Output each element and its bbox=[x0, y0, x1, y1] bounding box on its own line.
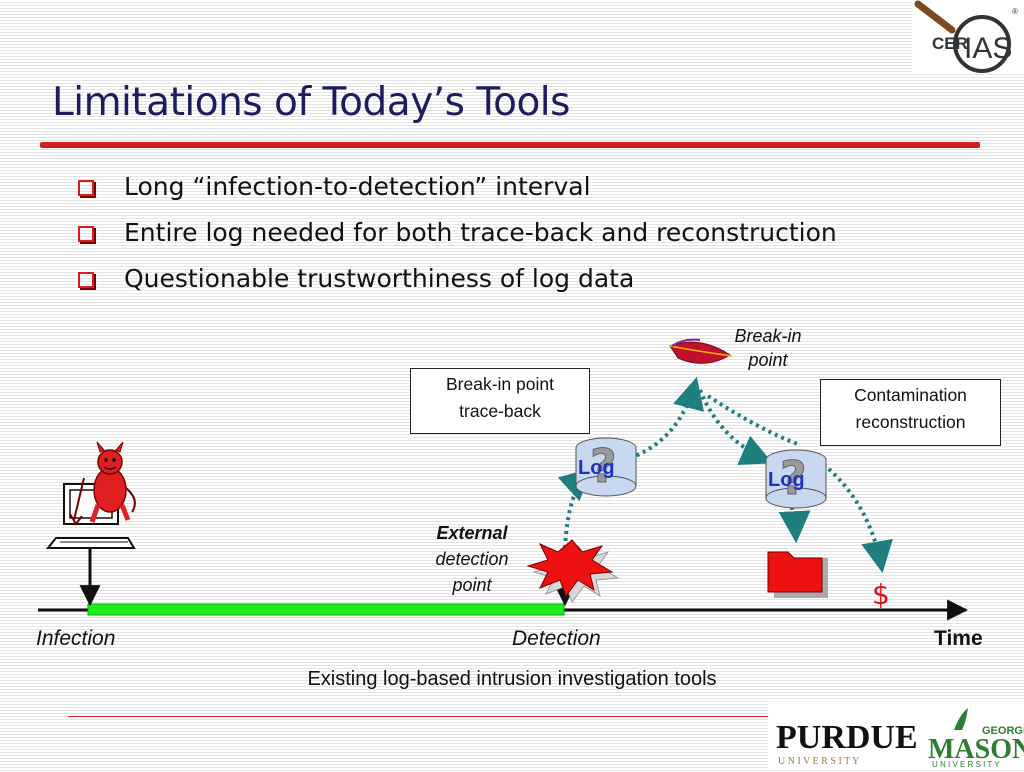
infection-detection-interval-bar bbox=[87, 603, 565, 616]
bullet-item: Long “infection-to-detection” interval bbox=[78, 172, 591, 201]
bullet-text: Long “infection-to-detection” interval bbox=[124, 172, 591, 201]
breakin-point-label: Break-in point bbox=[718, 324, 818, 372]
slide-title: Limitations of Today’s Tools bbox=[52, 80, 570, 125]
detection-label: Detection bbox=[512, 627, 601, 650]
diagram-caption: Existing log-based intrusion investigati… bbox=[307, 668, 717, 690]
folder-icon bbox=[767, 551, 828, 598]
reconstruction-dotted-arrows bbox=[698, 389, 893, 574]
purdue-logo: PURDUE bbox=[776, 719, 918, 756]
cerias-prefix-text: CER bbox=[932, 34, 968, 53]
bullet-text: Questionable trustworthiness of log data bbox=[124, 264, 635, 293]
cerias-logo-graphic: CER IAS ® bbox=[914, 0, 1018, 73]
partner-logos: PURDUE U N I V E R S I T Y GEORGE MASON … bbox=[768, 700, 1024, 769]
breakin-point-line2: point bbox=[748, 350, 788, 370]
breakin-point-line1: Break-in bbox=[734, 326, 802, 346]
traceback-box: Break-in point trace-back bbox=[410, 368, 590, 434]
checkbox-bullet-icon bbox=[78, 271, 94, 288]
cerias-suffix-text: IAS bbox=[964, 32, 1012, 65]
external-line1: External bbox=[436, 523, 508, 543]
external-detection-label: External detection point bbox=[414, 520, 530, 598]
log-label: Log bbox=[578, 457, 615, 479]
log-label: Log bbox=[768, 469, 805, 491]
external-line2: detection bbox=[435, 549, 509, 569]
checkbox-bullet-icon bbox=[78, 179, 94, 196]
footer-divider bbox=[68, 716, 768, 717]
gmu-logo: MASON bbox=[928, 734, 1024, 765]
svg-text:?: ? bbox=[590, 439, 617, 493]
time-label: Time bbox=[934, 627, 983, 650]
infection-label: Infection bbox=[36, 627, 115, 650]
gmu-top-text: GEORGE bbox=[982, 725, 1024, 737]
contamination-line1: Contamination bbox=[854, 385, 967, 405]
gmu-subtitle: U N I V E R S I T Y bbox=[932, 760, 1000, 768]
bullet-item: Questionable trustworthiness of log data bbox=[78, 264, 634, 293]
dollar-icon: $ bbox=[872, 578, 890, 611]
contamination-line2: reconstruction bbox=[855, 412, 966, 432]
traceback-line1: Break-in point bbox=[446, 374, 554, 394]
log-database-icon: ? Log bbox=[575, 437, 637, 497]
contamination-box: Contamination reconstruction bbox=[820, 379, 1001, 446]
cerias-logo: CER IAS ® bbox=[912, 0, 1024, 74]
registered-mark: ® bbox=[1012, 7, 1018, 16]
external-line3: point bbox=[452, 575, 492, 595]
bullet-text: Entire log needed for both trace-back an… bbox=[124, 218, 837, 247]
partner-logos-graphic: PURDUE U N I V E R S I T Y GEORGE MASON … bbox=[776, 708, 1024, 769]
gmu-leaf-icon bbox=[954, 708, 968, 730]
traceback-line2: trace-back bbox=[459, 401, 541, 421]
explosion-icon bbox=[526, 539, 620, 604]
svg-text:?: ? bbox=[780, 451, 807, 505]
devil-icon bbox=[69, 441, 136, 526]
purdue-subtitle: U N I V E R S I T Y bbox=[778, 756, 859, 767]
title-underline bbox=[40, 142, 980, 148]
bullet-item: Entire log needed for both trace-back an… bbox=[78, 218, 837, 247]
checkbox-bullet-icon bbox=[78, 225, 94, 242]
log-database-icon: ? Log bbox=[765, 449, 827, 509]
feather-icon bbox=[669, 338, 733, 364]
